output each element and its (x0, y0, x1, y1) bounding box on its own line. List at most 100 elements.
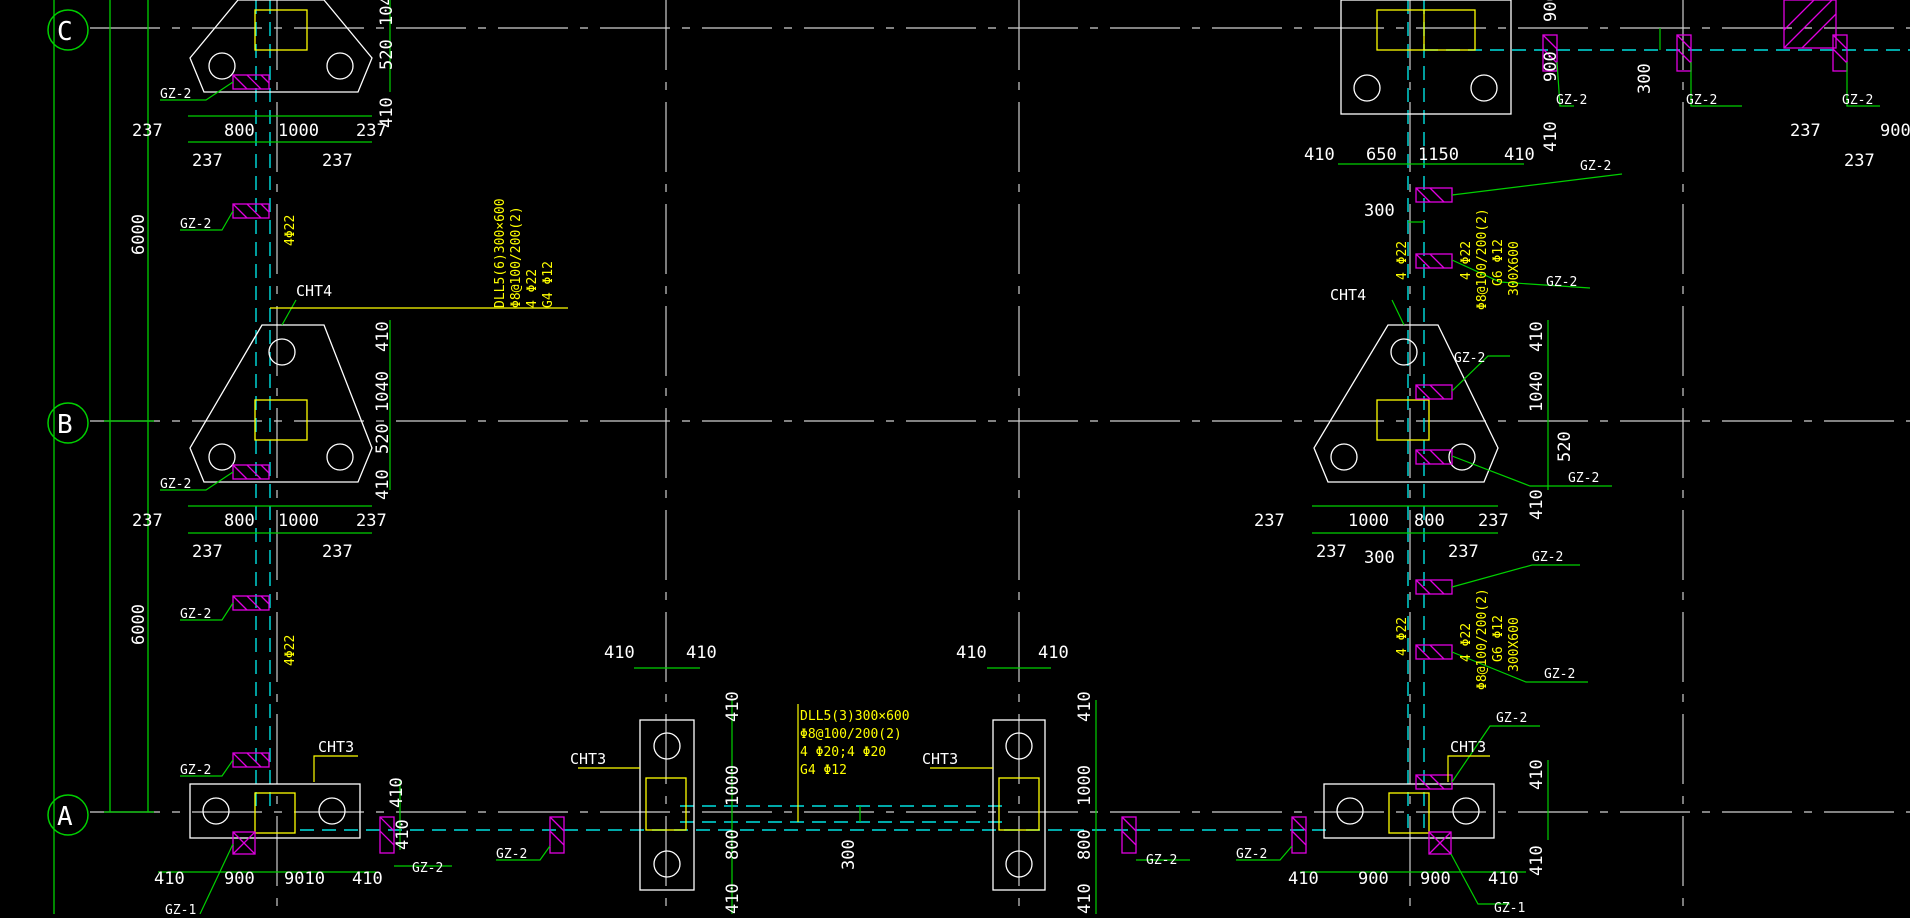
cap-label-cht3-a1[interactable]: CHT3 (318, 738, 354, 756)
dim-text: 1000 (723, 765, 743, 806)
dim-text: 410 (1541, 121, 1561, 152)
gz-labels: GZ-2 GZ-2 GZ-2 GZ-2 GZ-2 GZ-1 GZ-2 GZ-2 … (160, 87, 1873, 918)
beam-annotation-line: 4 Φ22 (1459, 241, 1474, 280)
beam-annotation-line: Φ8@100/200(2) (1475, 208, 1490, 310)
beam-annotation-dll53[interactable]: DLL5(3)300×600 Φ8@100/200(2) 4 Φ20;4 Φ20… (800, 709, 910, 778)
beam-annotation-dll56[interactable]: DLL5(6)300×600 Φ8@100/200(2) 4 Φ22 G4 Φ1… (493, 198, 556, 308)
gz-label[interactable]: GZ-2 (1454, 351, 1485, 366)
dims-cap-top-left: 237 800 1000 237 237 237 104 520 410 (132, 0, 397, 171)
cap-label-cht4-right[interactable]: CHT4 (1330, 286, 1366, 304)
gz-label[interactable]: GZ-1 (165, 903, 196, 918)
gz-label[interactable]: GZ-2 (412, 861, 443, 876)
gz-label[interactable]: GZ-2 (1546, 275, 1577, 290)
dim-text: 410 (1527, 845, 1547, 876)
axis-bubble-C[interactable]: C (47, 9, 89, 51)
dim-text: 300 (1635, 63, 1655, 94)
dim-text: 1000 (1075, 765, 1095, 806)
axis-label-C: C (57, 17, 73, 47)
beam-annotation-line: DLL5(6)300×600 (493, 198, 508, 308)
gz-label[interactable]: GZ-2 (1146, 853, 1177, 868)
dim-text: 900 (224, 869, 255, 889)
dim-text: 410 (956, 643, 987, 663)
gz-label[interactable]: GZ-2 (1496, 711, 1527, 726)
grid-lines (90, 0, 1910, 914)
dim-text: 800 (1075, 829, 1095, 860)
gz-label[interactable]: GZ-2 (1686, 93, 1717, 108)
beam-annotation-line: Φ8@100/200(2) (1475, 588, 1490, 690)
beam-annotation-line: G6 Φ12 (1491, 239, 1506, 286)
dim-text: 410 (1075, 691, 1095, 722)
dim-text: 410 (1075, 883, 1095, 914)
dim-text: 410 (723, 883, 743, 914)
dim-6000-upper: 6000 (129, 214, 149, 255)
gz-label[interactable]: GZ-2 (1580, 159, 1611, 174)
dim-text: 900 (1541, 0, 1561, 22)
gz-label[interactable]: GZ-2 (1556, 93, 1587, 108)
gz-label[interactable]: GZ-2 (1842, 93, 1873, 108)
gz-label[interactable]: GZ-2 (496, 847, 527, 862)
dim-text: 410 (1504, 145, 1535, 165)
dim-text: 237 (1448, 542, 1479, 562)
beam-annotation-right-lower[interactable]: 4 Φ22 Φ8@100/200(2) G6 Φ12 300X600 (1459, 588, 1522, 690)
beam-annotation-line: Φ8@100/200(2) (800, 727, 902, 742)
dim-text: 237 (132, 121, 163, 141)
rebar-label: 4 Φ22 (1395, 617, 1410, 656)
dim-text: 237 (132, 511, 163, 531)
cap-label-cht3-a4[interactable]: CHT3 (1450, 738, 1486, 756)
cap-label-cht4-left[interactable]: CHT4 (296, 282, 332, 300)
gz-label[interactable]: GZ-1 (1494, 901, 1525, 916)
gz-columns (232, 0, 1848, 855)
gz-label[interactable]: GZ-2 (180, 607, 211, 622)
beam-annotation-line: 4 Φ22 (525, 269, 540, 308)
gz-label[interactable]: GZ-2 (1532, 550, 1563, 565)
dim-text: 300 (839, 839, 859, 870)
dims-cap-top-right: 410 650 1150 410 300 900 900 410 300 237… (1304, 0, 1910, 221)
dim-text: 237 (192, 542, 223, 562)
rebar-label: 4 Φ22 (1395, 241, 1410, 280)
dim-text: 410 (1527, 321, 1547, 352)
axis-bubble-A[interactable]: A (47, 794, 89, 836)
dim-text: 237 (322, 151, 353, 171)
dim-text: 237 (322, 542, 353, 562)
left-dimension-lines (53, 0, 154, 914)
gz-label[interactable]: GZ-2 (160, 477, 191, 492)
dim-text: 650 (1366, 145, 1397, 165)
beam-annotation-right-upper[interactable]: 4 Φ22 Φ8@100/200(2) G6 Φ12 300X600 (1459, 208, 1522, 310)
yellow-leaders (270, 307, 1490, 822)
cap-dimension-lines (158, 0, 1661, 914)
dim-text: 410 (1527, 489, 1547, 520)
gz-label[interactable]: GZ-2 (180, 763, 211, 778)
cap-label-cht3-a2[interactable]: CHT3 (570, 750, 606, 768)
dim-text: 900 (1541, 51, 1561, 82)
dim-text: 410 (373, 469, 393, 500)
cap-label-cht3-a3[interactable]: CHT3 (922, 750, 958, 768)
dim-text: 800 (224, 121, 255, 141)
dim-text: 1000 (1348, 511, 1389, 531)
dim-text: 237 (356, 511, 387, 531)
gz-label[interactable]: GZ-2 (1568, 471, 1599, 486)
axis-bubble-B[interactable]: B (47, 402, 89, 444)
dim-6000-lower: 6000 (129, 604, 149, 645)
dim-text: 410 (1488, 869, 1519, 889)
dim-text: 237 (1316, 542, 1347, 562)
leader-lines (160, 61, 1880, 915)
dim-text: 300 (1364, 201, 1395, 221)
dim-text: 800 (224, 511, 255, 531)
gz-label[interactable]: GZ-2 (180, 217, 211, 232)
gz-label[interactable]: GZ-2 (1544, 667, 1575, 682)
dim-text: 1150 (1418, 145, 1459, 165)
beam-annotation-line: G6 Φ12 (1491, 615, 1506, 662)
dim-text: 410 (352, 869, 383, 889)
dim-text: 237 (356, 121, 387, 141)
gz-label[interactable]: GZ-2 (1236, 847, 1267, 862)
dim-text: 410 (1527, 759, 1547, 790)
dims-cap-mid-right: 410 1040 520 410 237 1000 800 237 237 30… (1254, 321, 1575, 568)
dim-text: 800 (723, 829, 743, 860)
dim-text: 520 (373, 423, 393, 454)
dims-row-A: 410 900 9010 410 410 410 410 410 410 100… (154, 643, 1547, 914)
beam-annotation-line: 300X600 (1507, 241, 1522, 296)
dim-text: 1000 (278, 511, 319, 531)
dim-text: 410 (604, 643, 635, 663)
gz-label[interactable]: GZ-2 (160, 87, 191, 102)
